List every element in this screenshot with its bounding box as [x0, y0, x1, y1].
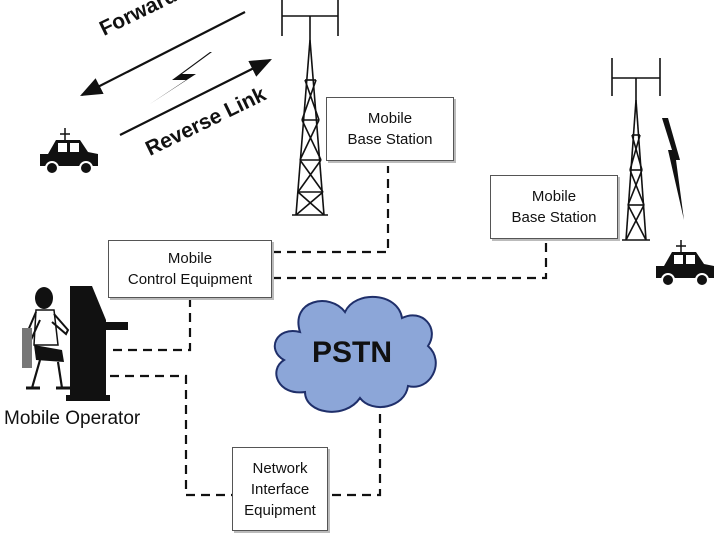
forward-link-arrow: [80, 11, 246, 96]
console-icon: [66, 286, 128, 401]
box-label-line: Network: [252, 459, 308, 477]
operator-to-network-interface-link: [110, 374, 232, 497]
control-to-operator-link: [110, 298, 192, 352]
connection-lines: [110, 166, 548, 497]
reverse-link-arrow: [119, 59, 272, 136]
box-label-line: Mobile: [367, 110, 413, 127]
car-icon: [656, 240, 714, 287]
antenna-tower-icon: [611, 58, 661, 241]
car-icon: [40, 128, 98, 175]
operator-icon: [22, 287, 70, 390]
antenna-tower-icon: [281, 0, 339, 216]
cloud-icon: [273, 296, 437, 413]
mobile-operator-label: Mobile Operator: [4, 408, 141, 429]
mobile-base-station-box: Mobile Base Station: [326, 97, 454, 161]
box-label-line: Equipment: [244, 501, 316, 519]
lightning-icon: [150, 52, 212, 104]
pstn-to-network-interface-link: [328, 414, 382, 497]
control-to-base-station-2-link: [272, 240, 548, 280]
box-label-line: Interface: [250, 480, 310, 498]
mobile-base-station-box: Mobile Base Station: [490, 175, 618, 239]
network-interface-equipment-box: Network Interface Equipment: [232, 447, 328, 531]
box-label-line: Base Station: [511, 209, 597, 226]
pstn-label: PSTN: [312, 336, 393, 369]
control-to-base-station-1-link: [272, 166, 390, 254]
box-label-line: Mobile: [531, 188, 577, 205]
box-label-line: Control Equipment: [127, 271, 253, 288]
box-label-line: Base Station: [347, 131, 433, 148]
lightning-icon: [662, 118, 684, 220]
mobile-control-equipment-box: Mobile Control Equipment: [108, 240, 272, 298]
box-label-line: Mobile: [167, 250, 213, 267]
